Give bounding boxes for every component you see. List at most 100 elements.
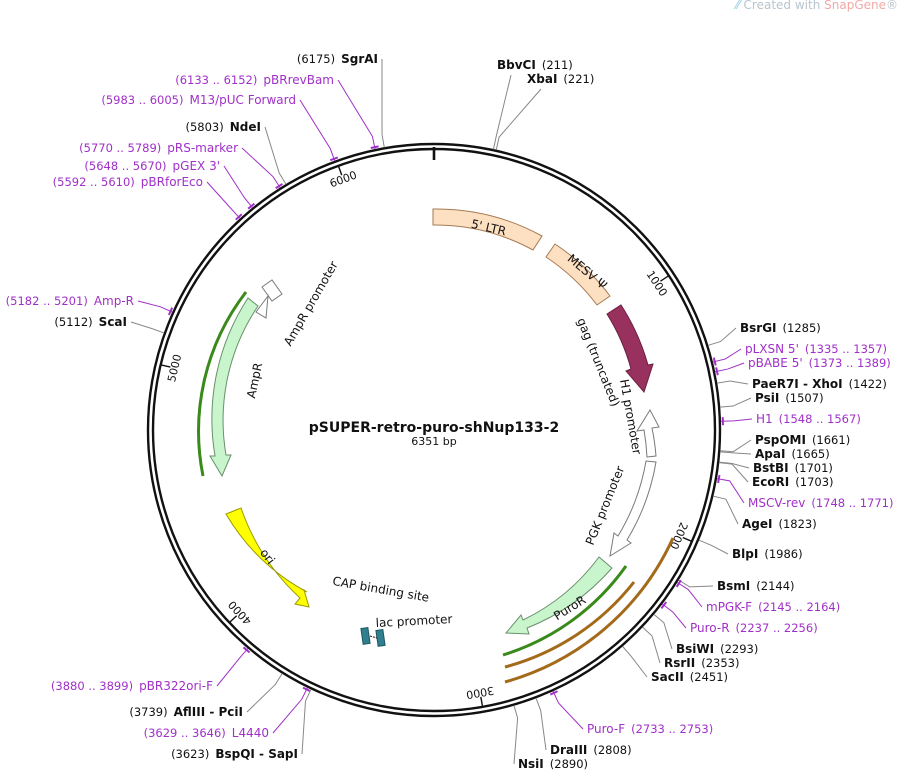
- feature-ampr-promoter-label: AmpR promoter: [281, 259, 341, 349]
- site-label-pgex-3-[interactable]: (5648 .. 5670)pGEX 3': [84, 159, 220, 173]
- site-label-m13-puc-forward[interactable]: (5983 .. 6005)M13/pUC Forward: [101, 93, 296, 107]
- site-coord: (2733 .. 2753): [631, 722, 713, 736]
- site-coord: (1701): [795, 461, 833, 475]
- site-label-l4440[interactable]: (3629 .. 3646)L4440: [144, 726, 269, 740]
- primer-mark: [660, 601, 668, 609]
- site-name: BbvCI: [497, 58, 536, 72]
- site-label-puro-r[interactable]: Puro-R(2237 .. 2256): [690, 621, 818, 635]
- site-label-pbabe-5-[interactable]: pBABE 5'(1373 .. 1389): [748, 356, 891, 370]
- primer-mark: [275, 183, 283, 190]
- primer-mark: [167, 307, 174, 316]
- leader-line: [301, 689, 312, 755]
- site-name: NsiI: [518, 757, 544, 771]
- site-label-mpgk-f[interactable]: mPGK-F(2145 .. 2164): [706, 600, 840, 614]
- primer-mark: [370, 145, 379, 149]
- site-label-ndei[interactable]: (5803)NdeI: [186, 120, 262, 134]
- site-coord: (211): [542, 58, 573, 72]
- site-label-bspqi-sapi[interactable]: (3623)BspQI - SapI: [171, 747, 298, 761]
- site-label-pbrforeco[interactable]: (5592 .. 5610)pBRforEco: [53, 175, 203, 189]
- feature-ampr-promoter[interactable]: [255, 279, 283, 319]
- plasmid-name: pSUPER-retro-puro-shNup133-2: [309, 420, 559, 436]
- site-label-bsmi[interactable]: BsmI(2144): [717, 579, 795, 593]
- site-label-bstbi[interactable]: BstBI (1701): [753, 461, 833, 475]
- site-label-h1[interactable]: H1(1548 .. 1567): [756, 412, 861, 426]
- site-label-blpi[interactable]: BlpI (1986): [732, 547, 803, 561]
- tick-1000: [660, 275, 669, 282]
- site-name: BsmI: [717, 579, 750, 593]
- site-label-mscv-rev[interactable]: MSCV-rev(1748 .. 1771): [748, 496, 893, 510]
- primer-mark: [329, 156, 339, 162]
- site-label-bsrgi[interactable]: BsrGI(1285): [740, 321, 821, 335]
- leader-line: [535, 698, 547, 751]
- primer-mark: [302, 686, 311, 693]
- site-label-pspomi[interactable]: PspOMI(1661): [755, 433, 850, 447]
- site-label-puro-f[interactable]: Puro-F (2733 .. 2753): [587, 722, 713, 736]
- leader-line: [653, 614, 673, 650]
- leader-line: [676, 582, 703, 608]
- leader-line: [719, 461, 750, 469]
- site-coord: (1507): [785, 391, 823, 405]
- primer-mark: [247, 202, 255, 210]
- site-name: PsiI: [755, 391, 779, 405]
- site-label-pbr322ori-f[interactable]: (3880 .. 3899)pBR322ori-F: [51, 679, 213, 693]
- site-label-prs-marker[interactable]: (5770 .. 5789)pRS-marker: [79, 141, 238, 155]
- site-label-xbai[interactable]: XbaI(221): [527, 72, 594, 86]
- site-name: mPGK-F: [706, 600, 752, 614]
- site-coord: (5803): [186, 120, 224, 134]
- site-coord: (5592 .. 5610): [53, 175, 135, 189]
- feature-5-ltr[interactable]: [432, 208, 543, 251]
- site-name: BlpI: [732, 547, 758, 561]
- site-coord: (3880 .. 3899): [51, 679, 133, 693]
- feature-mesv-psi[interactable]: [545, 243, 611, 306]
- site-name: BstBI: [753, 461, 789, 475]
- site-label-plxsn-5-[interactable]: pLXSN 5'(1335 .. 1357): [745, 342, 887, 356]
- site-label-draiii[interactable]: DraIII(2808): [550, 743, 632, 757]
- site-label-psii[interactable]: PsiI (1507): [755, 391, 824, 405]
- site-coord: (221): [563, 72, 594, 86]
- feature-ampr[interactable]: [209, 297, 259, 478]
- site-label-bbvci[interactable]: BbvCI (211): [497, 58, 573, 72]
- feature-lac-promoter[interactable]: [375, 628, 386, 647]
- feature-puror[interactable]: [504, 556, 613, 635]
- site-label-amp-r[interactable]: (5182 .. 5201)Amp-R: [6, 294, 134, 308]
- site-coord: (2808): [593, 743, 631, 757]
- site-label-sacii[interactable]: SacII(2451): [651, 670, 728, 684]
- site-label-agei[interactable]: AgeI(1823): [742, 517, 817, 531]
- feature-pgk-promoter[interactable]: [609, 460, 657, 558]
- site-name: Puro-F: [587, 722, 625, 736]
- site-name: BsiWI: [676, 642, 714, 656]
- site-name: PspOMI: [755, 433, 806, 447]
- site-coord: (1665): [791, 447, 829, 461]
- site-leader-lines: [130, 58, 753, 765]
- leader-line: [272, 687, 308, 734]
- leader-line: [622, 646, 648, 678]
- tick-label-6000: 6000: [328, 169, 359, 191]
- site-label-sgrai[interactable]: (6175)SgrAI: [297, 52, 378, 66]
- site-label-apai[interactable]: ApaI(1665): [755, 447, 830, 461]
- leader-line: [708, 327, 737, 346]
- feature-cap-binding-site[interactable]: [360, 626, 371, 645]
- site-coord: (5182 .. 5201): [6, 294, 88, 308]
- feature-gag-truncated[interactable]: [606, 304, 654, 394]
- site-coord: (2890): [550, 757, 588, 771]
- snapgene-logo-icon: ⁄⁄: [735, 0, 744, 12]
- leader-line: [713, 495, 739, 525]
- primer-mark: [235, 213, 243, 221]
- feature-ori[interactable]: [225, 507, 310, 608]
- site-label-nsii[interactable]: NsiI (2890): [518, 757, 588, 771]
- site-label-ecori[interactable]: EcoRI(1703): [752, 475, 834, 489]
- lac-connector: [369, 635, 378, 639]
- site-label-afliii-pcii[interactable]: (3739)AflIII - PciI: [129, 705, 243, 719]
- site-label-paer7i-xhoi[interactable]: PaeR7I - XhoI(1422): [752, 377, 887, 391]
- site-coord: (1986): [764, 547, 802, 561]
- site-label-rsrii[interactable]: RsrII(2353): [664, 656, 739, 670]
- site-label-scai[interactable]: (5112)ScaI: [54, 315, 127, 329]
- site-label-bsiwi[interactable]: BsiWI(2293): [676, 642, 758, 656]
- feature-h1-promoter[interactable]: [636, 408, 660, 458]
- site-coord: (1422): [849, 377, 887, 391]
- snapgene-watermark: ⁄⁄ Created with SnapGene®: [735, 0, 898, 12]
- site-coord: (5648 .. 5670): [84, 159, 166, 173]
- site-label-pbrrevbam[interactable]: (6133 .. 6152)pBRrevBam: [175, 73, 334, 87]
- tick-2000: [682, 536, 692, 542]
